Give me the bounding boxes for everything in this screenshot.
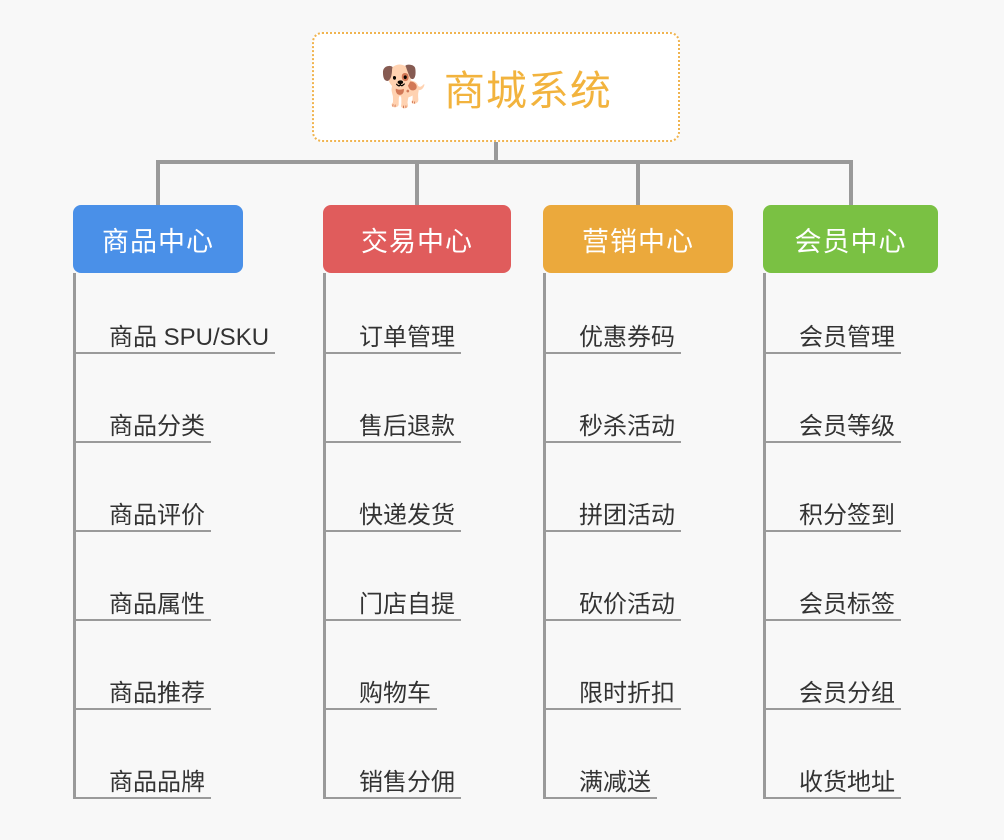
leaf-item-label: 销售分佣 bbox=[359, 768, 455, 796]
leaf-item[interactable]: 购物车 bbox=[323, 658, 437, 710]
leaf-item-label: 秒杀活动 bbox=[579, 412, 675, 440]
leaf-item-label: 商品属性 bbox=[109, 590, 205, 618]
leaf-item[interactable]: 限时折扣 bbox=[543, 658, 681, 710]
root-node-label: 商城系统 bbox=[443, 68, 612, 114]
connector-root-stem bbox=[494, 142, 498, 164]
branch-head-marketing-center[interactable]: 营销中心 bbox=[543, 205, 733, 273]
leaf-item-label: 门店自提 bbox=[359, 590, 455, 618]
leaf-item-label: 商品分类 bbox=[109, 412, 205, 440]
branch-head-member-center[interactable]: 会员中心 bbox=[763, 205, 938, 273]
leaf-item-label: 收货地址 bbox=[799, 768, 895, 796]
leaf-item[interactable]: 商品评价 bbox=[73, 480, 211, 532]
leaf-item[interactable]: 会员标签 bbox=[763, 569, 901, 621]
leaf-item-label: 快递发货 bbox=[359, 501, 455, 529]
leaf-item-label: 售后退款 bbox=[359, 412, 455, 440]
branch-head-trade-center[interactable]: 交易中心 bbox=[323, 205, 511, 273]
leaf-item[interactable]: 销售分佣 bbox=[323, 747, 461, 799]
leaf-item[interactable]: 满减送 bbox=[543, 747, 657, 799]
leaf-item[interactable]: 砍价活动 bbox=[543, 569, 681, 621]
connector-drop-product-center bbox=[156, 160, 160, 209]
leaf-item[interactable]: 售后退款 bbox=[323, 391, 461, 443]
connector-drop-trade-center bbox=[415, 160, 419, 209]
leaf-item-label: 会员等级 bbox=[799, 412, 895, 440]
branch-spine-marketing-center bbox=[543, 273, 546, 799]
branch-spine-member-center bbox=[763, 273, 766, 799]
leaf-item-label: 会员管理 bbox=[799, 323, 895, 351]
leaf-item[interactable]: 拼团活动 bbox=[543, 480, 681, 532]
leaf-item[interactable]: 会员管理 bbox=[763, 302, 901, 354]
branch-head-label: 会员中心 bbox=[794, 226, 907, 257]
branch-head-label: 营销中心 bbox=[582, 226, 694, 257]
leaf-item-label: 订单管理 bbox=[359, 323, 455, 351]
leaf-item[interactable]: 商品属性 bbox=[73, 569, 211, 621]
leaf-item-label: 满减送 bbox=[579, 768, 651, 796]
shiba-dog-icon: 🐕 bbox=[380, 65, 430, 109]
leaf-item[interactable]: 商品 SPU/SKU bbox=[73, 302, 276, 354]
root-node[interactable]: 🐕 商城系统 bbox=[312, 32, 680, 142]
branch-spine-product-center bbox=[73, 273, 76, 799]
leaf-item-label: 会员标签 bbox=[799, 590, 895, 618]
leaf-item-label: 限时折扣 bbox=[579, 679, 675, 707]
leaf-item[interactable]: 优惠券码 bbox=[543, 302, 681, 354]
branch-spine-trade-center bbox=[323, 273, 326, 799]
branch-head-label: 商品中心 bbox=[102, 226, 214, 257]
branch-head-label: 交易中心 bbox=[361, 226, 473, 257]
leaf-item[interactable]: 门店自提 bbox=[323, 569, 461, 621]
leaf-item[interactable]: 秒杀活动 bbox=[543, 391, 681, 443]
leaf-item-label: 商品评价 bbox=[109, 501, 205, 529]
leaf-item-label: 商品 SPU/SKU bbox=[109, 323, 270, 351]
leaf-item[interactable]: 商品推荐 bbox=[73, 658, 211, 710]
leaf-item[interactable]: 积分签到 bbox=[763, 480, 901, 532]
leaf-item[interactable]: 商品分类 bbox=[73, 391, 211, 443]
leaf-item[interactable]: 会员分组 bbox=[763, 658, 901, 710]
leaf-item[interactable]: 会员等级 bbox=[763, 391, 901, 443]
leaf-item-label: 商品推荐 bbox=[109, 679, 205, 707]
leaf-item-label: 商品品牌 bbox=[109, 768, 205, 796]
leaf-item[interactable]: 收货地址 bbox=[763, 747, 901, 799]
connector-bus bbox=[156, 160, 853, 164]
leaf-item[interactable]: 快递发货 bbox=[323, 480, 461, 532]
leaf-item-label: 优惠券码 bbox=[579, 323, 675, 351]
branch-head-product-center[interactable]: 商品中心 bbox=[73, 205, 243, 273]
leaf-item[interactable]: 商品品牌 bbox=[73, 747, 211, 799]
leaf-item-label: 会员分组 bbox=[799, 679, 895, 707]
connector-drop-marketing-center bbox=[636, 160, 640, 209]
leaf-item-label: 积分签到 bbox=[799, 501, 895, 529]
leaf-item-label: 砍价活动 bbox=[579, 590, 675, 618]
connector-drop-member-center bbox=[848, 160, 853, 209]
leaf-item-label: 拼团活动 bbox=[579, 501, 675, 529]
leaf-item-label: 购物车 bbox=[359, 679, 431, 707]
leaf-item[interactable]: 订单管理 bbox=[323, 302, 461, 354]
